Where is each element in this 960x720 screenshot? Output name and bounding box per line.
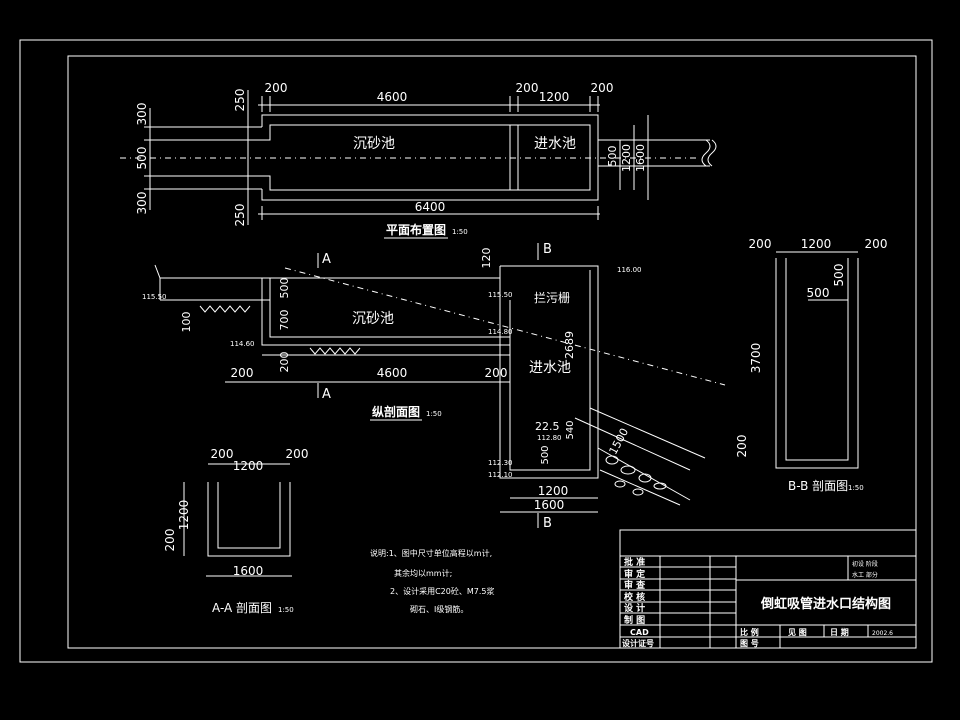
profile-title: 纵剖面图 bbox=[372, 404, 420, 419]
plan-dim-top-2: 200 bbox=[516, 81, 539, 95]
inner-frame bbox=[67, 55, 917, 649]
bb-dim-2: 200 bbox=[865, 237, 888, 251]
profile-view: A A B B 500 700 200 100 120 200 4600 200… bbox=[142, 242, 726, 531]
section-aa: 200 1200 200 1200 200 1600 A-A 剖面图 1:50 bbox=[163, 447, 308, 615]
profile-elev-5: 112.80 bbox=[537, 434, 562, 442]
profile-dim-left-1: 700 bbox=[278, 310, 291, 331]
tb-drawing-title: 倒虹吸管进水口结构图 bbox=[760, 596, 891, 612]
rubble-fill bbox=[605, 455, 667, 496]
aa-dim-0: 200 bbox=[211, 447, 234, 461]
tb-row-6: CAD bbox=[630, 628, 649, 637]
tb-date-value: 2002.6 bbox=[872, 630, 893, 637]
bb-d500b: 500 bbox=[807, 286, 830, 300]
profile-dim-100: 100 bbox=[180, 312, 193, 333]
plan-scale: 1:50 bbox=[452, 228, 468, 236]
plan-view: 200 4600 200 1200 200 300 500 300 250 25… bbox=[120, 81, 717, 239]
profile-scale: 1:50 bbox=[426, 410, 442, 418]
bb-dim-1: 1200 bbox=[801, 237, 832, 251]
tb-row-0: 批 准 bbox=[624, 556, 645, 568]
profile-screen-label: 拦污栅 bbox=[534, 290, 570, 305]
profile-elev-2: 116.00 bbox=[617, 266, 642, 274]
profile-dim-540: 540 bbox=[565, 420, 576, 439]
aa-dim-1: 1200 bbox=[233, 459, 264, 473]
profile-elev-1: 114.60 bbox=[230, 340, 255, 348]
outer-frame bbox=[19, 39, 933, 663]
notes: 说明:1、图中尺寸单位高程以m计, 其余均以mm计; 2、设计采用C20砼、M7… bbox=[370, 548, 494, 614]
plan-dim-right-1: 1200 bbox=[620, 144, 633, 172]
tb-scale-label: 比 例 bbox=[740, 627, 759, 637]
plan-dim-small-1: 250 bbox=[233, 204, 247, 227]
note-line-3: 砌石、I级钢筋。 bbox=[410, 604, 468, 614]
bb-scale: 1:50 bbox=[848, 484, 864, 492]
tb-row-1: 审 定 bbox=[624, 568, 646, 580]
aa-base: 200 bbox=[163, 529, 177, 552]
profile-sec-b-bottom: B bbox=[543, 516, 552, 531]
profile-sec-b-top: B bbox=[543, 242, 552, 257]
bb-base: 200 bbox=[735, 435, 749, 458]
profile-elev-4: 114.80 bbox=[488, 328, 513, 336]
tb-date-label: 日 期 bbox=[830, 627, 849, 637]
profile-sec-a-top: A bbox=[322, 252, 331, 267]
note-line-2: 2、设计采用C20砼、M7.5浆 bbox=[390, 586, 494, 596]
profile-bottom-dim-0: 1200 bbox=[538, 484, 569, 498]
plan-room-1: 沉砂池 bbox=[353, 136, 395, 152]
aa-title: A-A 剖面图 bbox=[212, 601, 272, 615]
plan-dim-top-1: 4600 bbox=[377, 90, 408, 104]
title-block: 批 准 审 定 审 查 校 核 设 计 制 图 CAD 设计证号 初设 阶段 水… bbox=[619, 529, 917, 649]
plan-dim-left-0: 300 bbox=[135, 103, 149, 126]
bb-d500a: 500 bbox=[832, 264, 846, 287]
plan-dim-left-1: 500 bbox=[135, 147, 149, 170]
section-bb: 200 1200 200 500 500 3700 200 B-B 剖面图 1:… bbox=[735, 237, 887, 493]
plan-dim-top-0: 200 bbox=[265, 81, 288, 95]
tb-drawing-no: 图 号 bbox=[740, 639, 759, 648]
profile-dim-bottom-2: 200 bbox=[485, 366, 508, 380]
aa-total: 1600 bbox=[233, 564, 264, 578]
tb-row-5: 制 图 bbox=[624, 614, 645, 626]
profile-dim-120: 120 bbox=[480, 248, 493, 269]
plan-dim-left-2: 300 bbox=[135, 192, 149, 215]
tb-row-4: 设 计 bbox=[624, 602, 645, 614]
bb-dim-0: 200 bbox=[749, 237, 772, 251]
note-line-1: 其余均以mm计; bbox=[394, 568, 452, 578]
note-line-0: 说明:1、图中尺寸单位高程以m计, bbox=[370, 548, 492, 558]
aa-height: 1200 bbox=[177, 500, 191, 531]
profile-dim-500: 500 bbox=[540, 445, 551, 464]
bb-height: 3700 bbox=[749, 343, 763, 374]
plan-dim-right-0: 500 bbox=[606, 146, 619, 167]
bb-title: B-B 剖面图 bbox=[788, 479, 848, 493]
profile-elev-0: 115.50 bbox=[142, 293, 167, 301]
plan-dim-right-2: 1600 bbox=[634, 144, 647, 172]
tb-row-2: 审 查 bbox=[624, 579, 646, 591]
profile-elev-3: 115.50 bbox=[488, 291, 513, 299]
plan-dim-top-4: 200 bbox=[591, 81, 614, 95]
tb-stage: 初设 阶段 bbox=[852, 560, 878, 568]
plan-dim-top-3: 1200 bbox=[539, 90, 570, 104]
profile-dim-225: 22.5 bbox=[535, 420, 560, 433]
profile-dim-bottom-1: 4600 bbox=[377, 366, 408, 380]
tb-row-3: 校 核 bbox=[624, 591, 645, 603]
profile-dim-left-0: 500 bbox=[278, 278, 291, 299]
plan-dim-total: 6400 bbox=[415, 200, 446, 214]
profile-room-2: 进水池 bbox=[529, 360, 571, 376]
profile-elev-6: 112.30 bbox=[488, 459, 513, 467]
plan-title: 平面布置图 bbox=[386, 222, 446, 237]
profile-room-1: 沉砂池 bbox=[352, 311, 394, 327]
tb-part: 水工 部分 bbox=[852, 571, 878, 579]
tb-row-7: 设计证号 bbox=[622, 638, 654, 648]
tb-scale-value: 见 图 bbox=[788, 628, 807, 637]
profile-sec-a-bottom: A bbox=[322, 387, 331, 402]
profile-dim-2689: 2689 bbox=[563, 331, 576, 359]
aa-scale: 1:50 bbox=[278, 606, 294, 614]
profile-dim-left-2: 200 bbox=[278, 352, 291, 373]
profile-elev-7: 112.10 bbox=[488, 471, 513, 479]
aa-dim-2: 200 bbox=[286, 447, 309, 461]
plan-room-2: 进水池 bbox=[534, 136, 576, 152]
plan-dim-small-0: 250 bbox=[233, 89, 247, 112]
profile-bottom-dim-1: 1600 bbox=[534, 498, 565, 512]
profile-dim-bottom-0: 200 bbox=[231, 366, 254, 380]
